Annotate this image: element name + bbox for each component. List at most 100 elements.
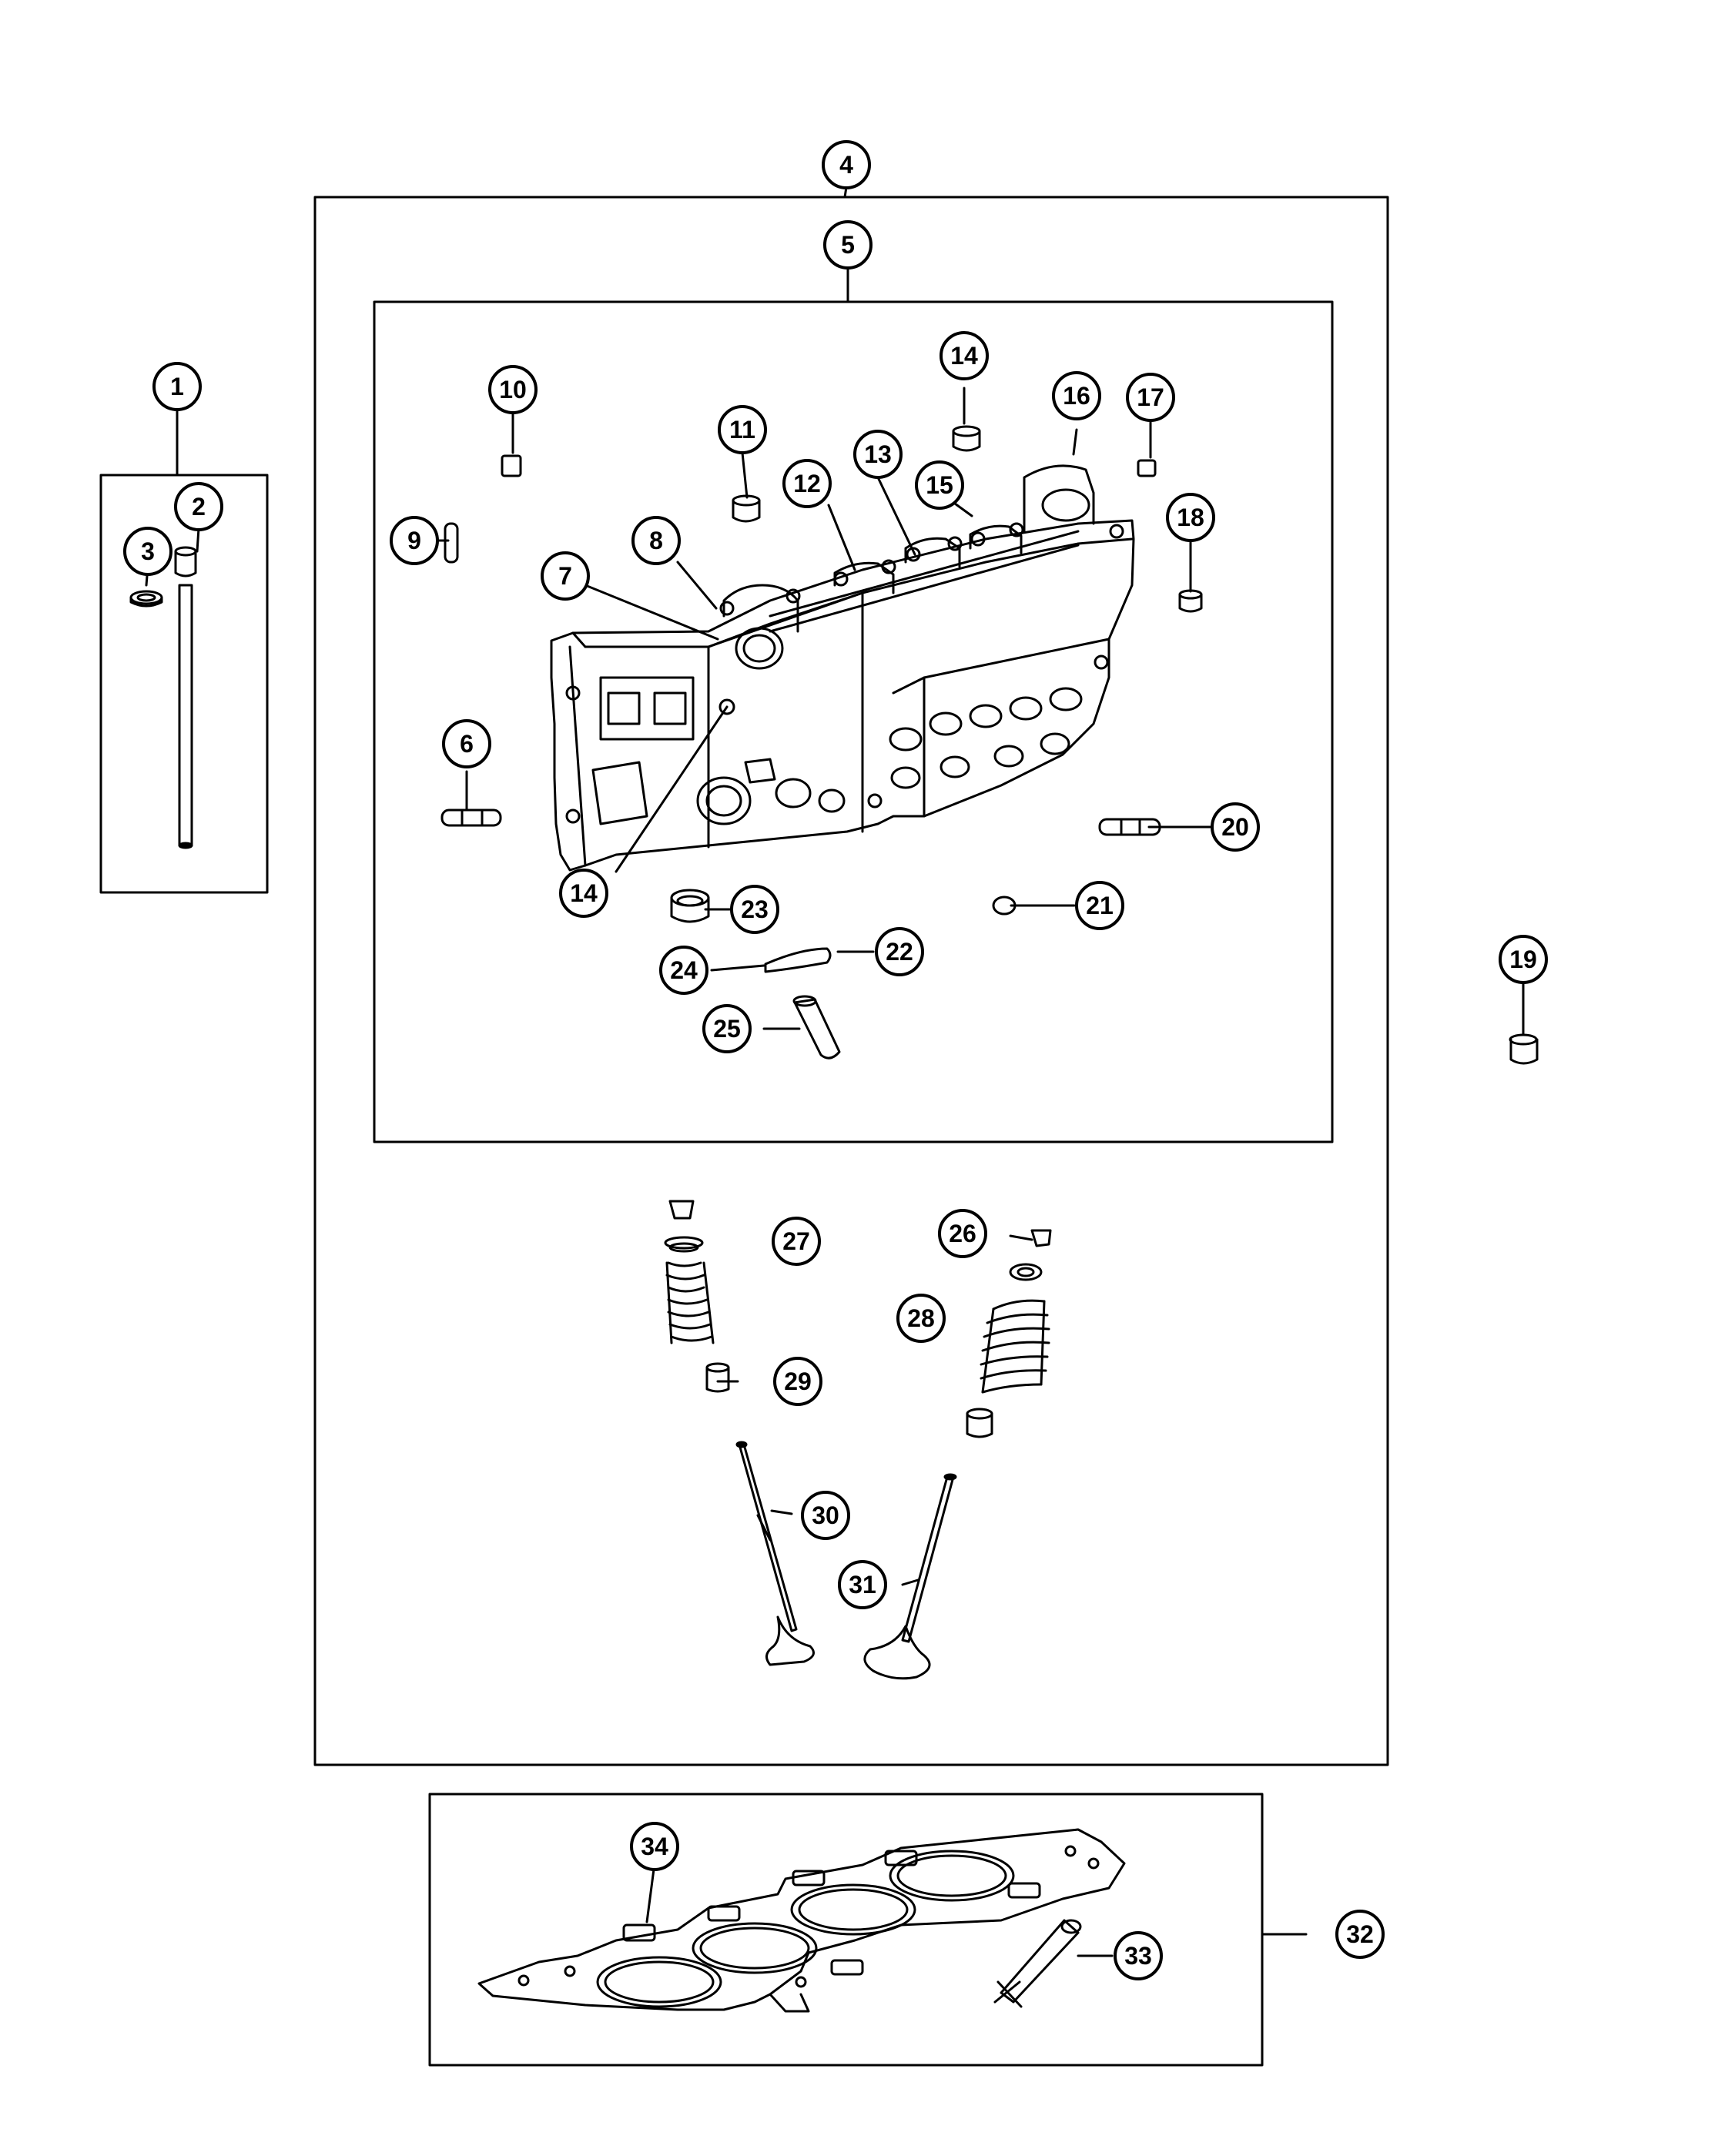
callout-circle bbox=[938, 1209, 987, 1258]
callout-number: 4 bbox=[839, 151, 853, 179]
callout-circle bbox=[123, 527, 172, 576]
callout-circle bbox=[1114, 1931, 1163, 1980]
callout-7: 7 bbox=[541, 551, 590, 601]
callout-5: 5 bbox=[823, 220, 873, 270]
callout-33: 33 bbox=[1114, 1931, 1163, 1980]
callout-circle bbox=[1499, 935, 1548, 984]
callout-number: 6 bbox=[460, 730, 474, 758]
callout-circle bbox=[390, 516, 439, 565]
callout-circle bbox=[718, 405, 767, 454]
group-box-5 bbox=[373, 300, 1334, 1143]
callout-number: 33 bbox=[1124, 1942, 1152, 1970]
callout-number: 19 bbox=[1509, 946, 1537, 973]
callout-16: 16 bbox=[1052, 371, 1101, 420]
callout-circle bbox=[801, 1491, 850, 1540]
callout-1: 1 bbox=[152, 362, 202, 411]
callout-25: 25 bbox=[702, 1004, 752, 1053]
callout-circle bbox=[823, 220, 873, 270]
callout-17: 17 bbox=[1126, 373, 1175, 422]
callout-number: 20 bbox=[1221, 813, 1249, 841]
callout-21: 21 bbox=[1075, 881, 1124, 930]
callout-22: 22 bbox=[875, 927, 924, 976]
callout-number: 1 bbox=[170, 373, 184, 400]
alignment-dowel bbox=[993, 1919, 1082, 2008]
callout-4: 4 bbox=[822, 140, 871, 189]
callout-32: 32 bbox=[1335, 1910, 1385, 1959]
callout-circle bbox=[1166, 493, 1215, 542]
callout-circle bbox=[630, 1822, 679, 1871]
callout-circle bbox=[1052, 371, 1101, 420]
callout-number: 10 bbox=[499, 376, 527, 403]
callout-circle bbox=[174, 482, 223, 531]
cylinder-head bbox=[550, 464, 1135, 872]
callout-28: 28 bbox=[896, 1294, 946, 1343]
callout-circle bbox=[875, 927, 924, 976]
callout-circle bbox=[1126, 373, 1175, 422]
callout-3: 3 bbox=[123, 527, 172, 576]
callout-circle bbox=[659, 946, 708, 995]
callout-number: 2 bbox=[192, 493, 206, 521]
callout-number: 12 bbox=[793, 470, 821, 497]
callout-26: 26 bbox=[938, 1209, 987, 1258]
small-parts bbox=[440, 425, 1539, 1065]
callout-circle bbox=[853, 430, 903, 479]
callout-number: 7 bbox=[558, 562, 572, 590]
callout-circle bbox=[940, 331, 989, 380]
callout-number: 17 bbox=[1137, 383, 1164, 411]
callout-number: 34 bbox=[641, 1833, 668, 1860]
callout-circle bbox=[1211, 802, 1260, 852]
callout-circle bbox=[896, 1294, 946, 1343]
callout-14: 14 bbox=[559, 869, 608, 918]
callout-circle bbox=[702, 1004, 752, 1053]
callout-number: 21 bbox=[1086, 892, 1114, 919]
callout-number: 31 bbox=[849, 1571, 876, 1599]
callout-number: 15 bbox=[926, 471, 953, 499]
callout-number: 26 bbox=[949, 1220, 976, 1247]
callout-number: 29 bbox=[784, 1368, 812, 1395]
callout-number: 13 bbox=[864, 440, 892, 468]
callout-number: 32 bbox=[1346, 1920, 1374, 1948]
callout-circle bbox=[915, 460, 964, 510]
callout-23: 23 bbox=[730, 885, 779, 934]
callout-15: 15 bbox=[915, 460, 964, 510]
callout-27: 27 bbox=[772, 1217, 821, 1266]
callout-number: 25 bbox=[713, 1015, 741, 1043]
callout-number: 14 bbox=[950, 342, 978, 370]
callout-circle bbox=[488, 365, 538, 414]
leader-lines bbox=[145, 186, 1525, 1957]
callout-circle bbox=[1335, 1910, 1385, 1959]
callout-number: 8 bbox=[649, 527, 663, 554]
callout-circle bbox=[838, 1560, 887, 1609]
callout-8: 8 bbox=[631, 516, 681, 565]
callout-9: 9 bbox=[390, 516, 439, 565]
callout-20: 20 bbox=[1211, 802, 1260, 852]
tube-assembly bbox=[129, 546, 197, 849]
callout-34: 34 bbox=[630, 1822, 679, 1871]
callout-circle bbox=[773, 1357, 822, 1406]
callout-circle bbox=[152, 362, 202, 411]
callout-14: 14 bbox=[940, 331, 989, 380]
callout-circle bbox=[442, 719, 491, 768]
callout-number: 28 bbox=[907, 1304, 935, 1332]
callout-circle bbox=[559, 869, 608, 918]
group-box-4 bbox=[313, 196, 1389, 1766]
callout-circle bbox=[1075, 881, 1124, 930]
callout-12: 12 bbox=[782, 459, 832, 508]
callout-19: 19 bbox=[1499, 935, 1548, 984]
group-box-1 bbox=[99, 474, 269, 894]
group-box-32 bbox=[428, 1793, 1264, 2067]
callout-number: 11 bbox=[729, 416, 755, 444]
callout-number: 23 bbox=[741, 896, 769, 923]
callout-10: 10 bbox=[488, 365, 538, 414]
callout-circle bbox=[772, 1217, 821, 1266]
callout-circle bbox=[631, 516, 681, 565]
callout-number: 18 bbox=[1177, 504, 1204, 531]
callout-number: 24 bbox=[670, 956, 698, 984]
callout-2: 2 bbox=[174, 482, 223, 531]
callout-number: 16 bbox=[1063, 382, 1090, 410]
callout-11: 11 bbox=[718, 405, 767, 454]
valve-train bbox=[664, 1200, 1052, 1680]
callout-number: 3 bbox=[141, 537, 155, 565]
callout-number: 30 bbox=[812, 1502, 839, 1529]
callout-13: 13 bbox=[853, 430, 903, 479]
